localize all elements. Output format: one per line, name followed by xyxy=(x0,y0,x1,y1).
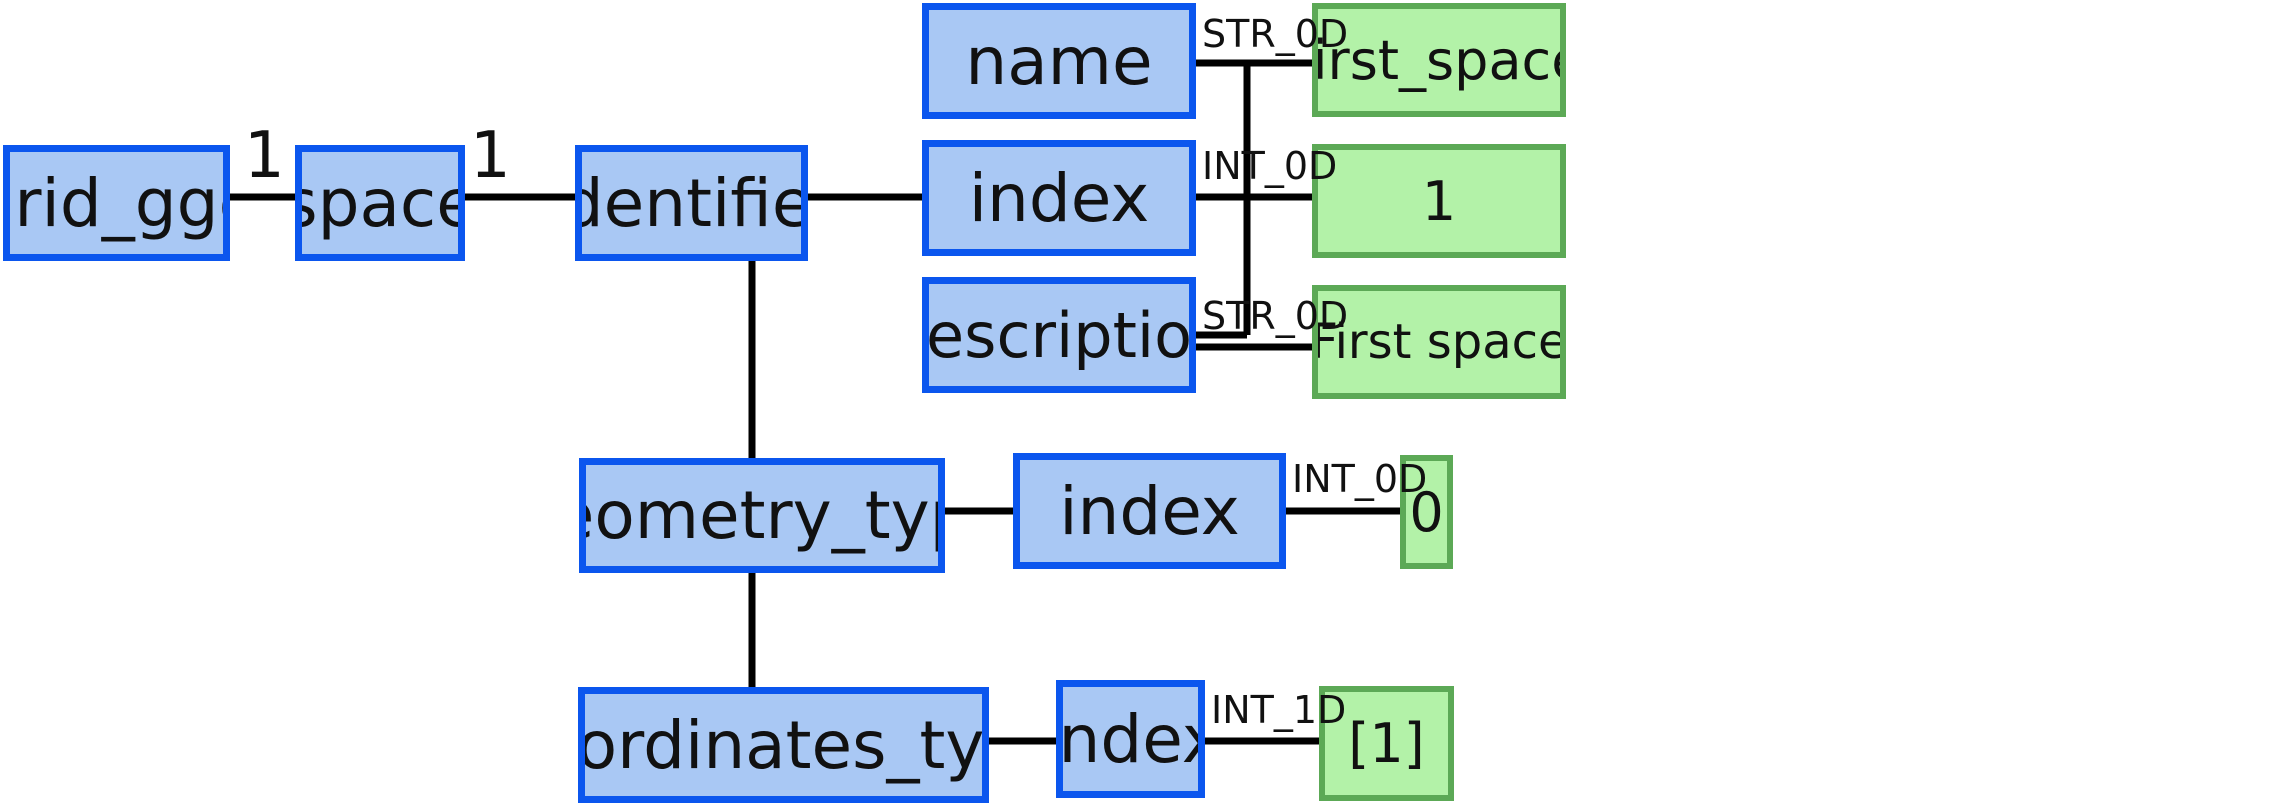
value-name: "first_space" xyxy=(1312,3,1566,117)
node-geometry_type: geometry_type xyxy=(579,458,945,573)
value-coordinates_type-index: [1] xyxy=(1319,686,1454,801)
node-coordinates_type: coordinates_type xyxy=(578,687,989,803)
type-label-geometry_type-index: INT_0D xyxy=(1292,457,1428,501)
type-label-description: STR_0D xyxy=(1202,294,1349,338)
value-description: "First space" xyxy=(1312,285,1566,399)
node-coordinates_type-index: index xyxy=(1056,680,1205,798)
node-identifier-index: index xyxy=(922,140,1196,256)
multiplicity-grid_ggd-space: 1 xyxy=(244,119,285,193)
node-identifier: identifier xyxy=(575,145,808,261)
value-identifier-index: 1 xyxy=(1312,144,1566,258)
multiplicity-space-children: 1 xyxy=(470,119,511,193)
value-geometry_type-index: 0 xyxy=(1400,455,1453,569)
type-label-name: STR_0D xyxy=(1202,12,1349,56)
node-name: name xyxy=(922,3,1196,119)
node-grid_ggd: grid_ggd xyxy=(3,145,230,261)
node-geometry_type-index: index xyxy=(1013,453,1286,569)
type-label-coordinates_type-index: INT_1D xyxy=(1211,688,1347,732)
type-label-identifier-index: INT_0D xyxy=(1202,144,1338,188)
node-description: description xyxy=(922,277,1196,393)
node-space: space xyxy=(295,145,465,261)
